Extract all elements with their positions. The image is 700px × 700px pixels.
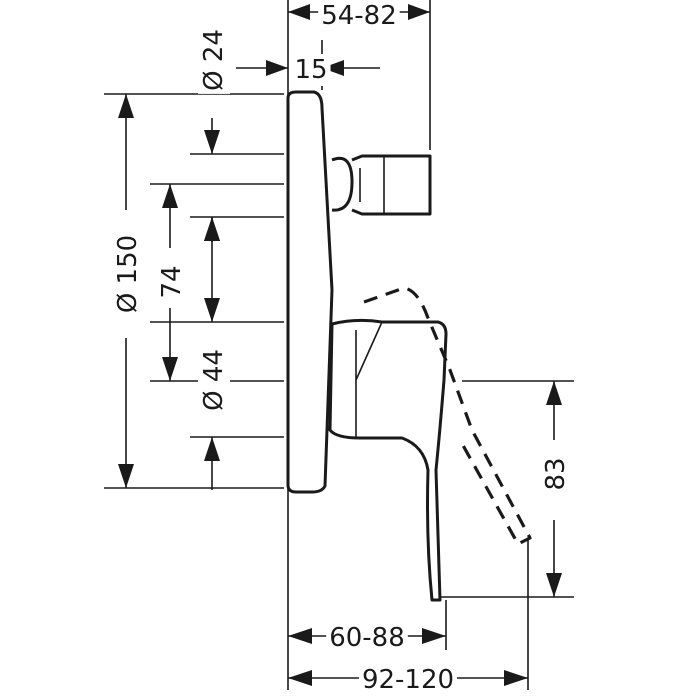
lever-alt-position: [363, 286, 532, 546]
dim-label-diameter-24: Ø 24: [199, 29, 229, 91]
dim-label-plate-gap: 15: [294, 55, 327, 85]
dim-handle-depth: 60-88: [288, 622, 446, 654]
dim-diameter-150: Ø 150: [112, 94, 144, 488]
lever-handle: [328, 318, 448, 602]
dim-label-lever-reach: 92-120: [362, 665, 454, 695]
handle-bevel-line: [355, 321, 383, 381]
dim-label-diameter-150: Ø 150: [113, 235, 143, 313]
dim-label-depth-range: 54-82: [321, 1, 397, 31]
dim-lever-reach: 92-120: [288, 664, 528, 696]
dim-label-spacing-74: 74: [157, 265, 187, 298]
diverter-stem: [331, 156, 354, 212]
dim-plate-gap: 15: [236, 54, 380, 86]
dim-diameter-44: Ø 44: [198, 217, 230, 490]
diverter-knob: [351, 154, 432, 216]
dim-diameter-24: Ø 24: [198, 26, 230, 242]
dim-spacing-74: 74: [156, 184, 188, 381]
dim-depth-range: 54-82: [288, 0, 430, 32]
reference-lines: [104, 0, 574, 690]
mixer-outline: [286, 90, 532, 602]
dim-label-handle-depth: 60-88: [329, 623, 405, 653]
dim-label-diameter-44: Ø 44: [199, 349, 229, 411]
dim-label-handle-drop: 83: [541, 457, 571, 490]
escutcheon-plate: [286, 90, 334, 494]
dim-handle-drop: 83: [540, 381, 572, 597]
